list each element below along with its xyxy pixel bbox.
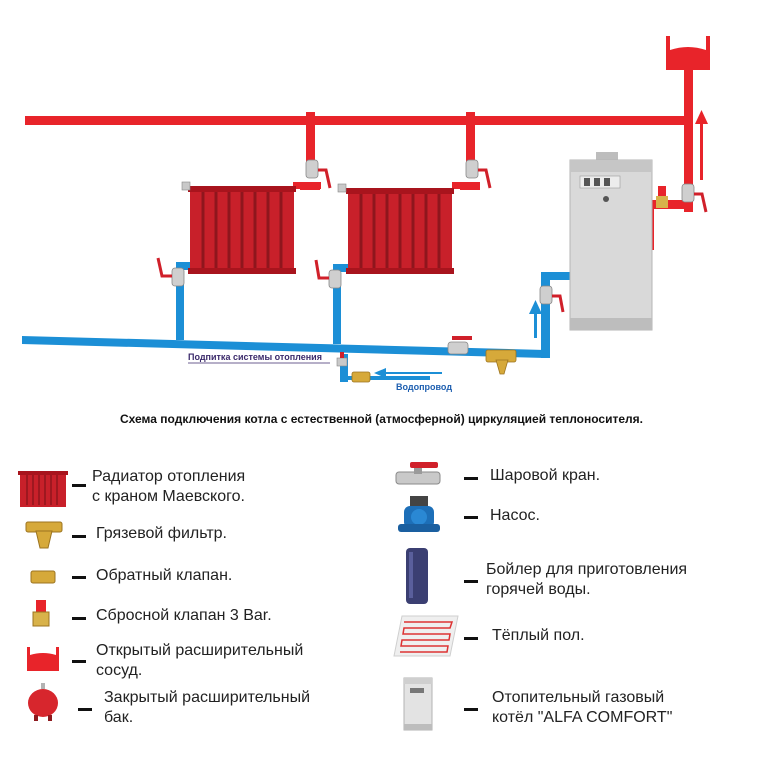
legend-pump: Насос. [490,507,540,524]
open-expansion-vessel-icon [27,647,59,671]
check-valve [351,371,371,383]
diagram-caption: Схема подключения котла с естественной (… [120,412,643,426]
legend-radiator-line1: Радиатор отопления [92,468,246,485]
flow-arrow-up-blue [529,300,542,338]
mayevsky-valve-2 [337,183,347,193]
legend-dash [72,576,86,579]
gas-boiler [569,152,653,331]
legend-open-tank-line2: сосуд. [96,662,143,679]
legend-open-tank-line1: Открытый расширительный [96,642,304,659]
water-flow-arrow [374,368,442,378]
radiator-2 [346,188,454,274]
mud-filter-icon [25,521,63,549]
legend-boiler-water-line1: Бойлер для приготовления [486,561,688,578]
heating-scheme-diagram: Подпитка системы отопления Водопровод [22,36,710,392]
legend-radiator-line2: с краном Маевского. [92,488,245,505]
ball-valve-hot-1 [305,159,332,189]
legend-dash [464,477,478,480]
legend-dash [464,580,478,583]
pump-icon [398,496,440,532]
open-expansion-vessel [666,36,710,70]
legend-boiler-water-line2: горячей воды. [486,581,591,598]
ball-valve-icon [395,462,441,485]
legend-ball-valve: Шаровой кран. [490,467,601,484]
radiator-section-gap [372,192,376,270]
radiator-section-gap [227,190,231,270]
check-valve-icon [30,570,56,584]
radiator-section-gap [424,192,428,270]
mayevsky-valve-1 [181,181,191,191]
radiator-bottom-collector [346,268,454,274]
warm-floor-icon [393,615,459,657]
radiator-section-gap [437,192,441,270]
feed-label: Подпитка системы отопления [188,352,322,362]
ball-valve-main-return [447,336,472,355]
legend-dash [78,708,92,711]
legend-gas-boiler-line1: Отопительный газовый [492,689,665,706]
legend-dash [464,516,478,519]
radiator-top-collector [188,186,296,192]
water-supply-label: Водопровод [396,382,452,392]
radiator-section-gap [398,192,402,270]
radiator-section-gap [201,190,205,270]
mud-filter [485,349,517,375]
legend-relief-valve: Сбросной клапан 3 Bar. [96,607,272,624]
legend-dash [72,660,86,663]
radiator-1 [188,186,296,274]
radiator-section-gap [240,190,244,270]
radiator-top-collector [346,188,454,194]
legend-filter: Грязевой фильтр. [96,525,227,542]
radiator-section-gap [214,190,218,270]
ball-valve-return-2 [314,259,342,289]
legend-closed-tank-line1: Закрытый расширительный [104,689,311,706]
closed-expansion-tank-icon [28,683,58,721]
relief-valve [656,186,668,208]
ball-valve-return-1 [156,257,185,287]
flow-arrow-up-red [695,110,708,180]
ball-valve-hot-return-riser [681,183,708,213]
relief-valve-icon [32,600,50,627]
radiator-section-gap [411,192,415,270]
legend-closed-tank-line2: бак. [104,709,134,726]
radiator-bottom-collector [188,268,296,274]
legend-dash [72,484,86,487]
feed-valve [336,352,348,367]
ball-valve-boiler [539,285,565,313]
radiator-section-gap [385,192,389,270]
legend-dash [72,535,86,538]
legend-dash [464,637,478,640]
legend-floor: Тёплый пол. [492,627,585,644]
radiator-section-gap [266,190,270,270]
radiator-icon [18,471,68,507]
gas-boiler-icon [403,677,433,731]
return-pipe [22,262,575,382]
radiator-section-gap [359,192,363,270]
legend-gas-boiler-line2: котёл "ALFA COMFORT" [492,709,673,726]
radiator-section-gap [279,190,283,270]
ball-valve-hot-2 [465,159,492,189]
radiator-section-gap [253,190,257,270]
legend-dash [464,708,478,711]
water-heater-boiler-icon [406,548,428,604]
legend-dash [72,617,86,620]
legend-check-valve: Обратный клапан. [96,567,233,584]
